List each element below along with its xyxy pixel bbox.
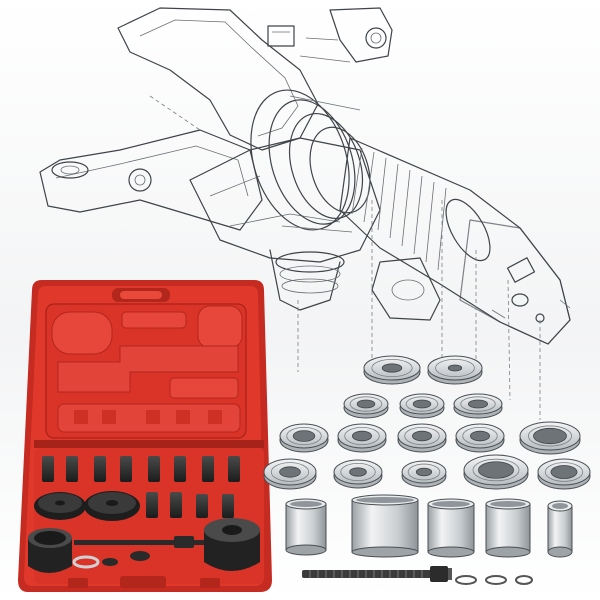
hub-bearing-flange bbox=[250, 89, 371, 233]
disc-1 bbox=[363, 355, 421, 385]
disc-10 bbox=[519, 421, 581, 455]
sleeve-1 bbox=[285, 498, 327, 556]
sleeve-5 bbox=[547, 500, 573, 558]
tray-sleeves bbox=[42, 456, 240, 518]
disc-6 bbox=[279, 423, 329, 453]
sleeve-4 bbox=[485, 498, 531, 558]
hub-axle-icon bbox=[339, 137, 571, 345]
disc-7 bbox=[337, 423, 387, 453]
disc-2 bbox=[427, 355, 483, 385]
sleeve-3 bbox=[427, 498, 475, 558]
disc-5 bbox=[453, 393, 503, 419]
tool-case-icon bbox=[18, 280, 272, 592]
disc-12 bbox=[333, 459, 383, 489]
assembly-guide-lines bbox=[149, 95, 541, 420]
disc-8 bbox=[397, 423, 447, 453]
exploded-parts bbox=[263, 355, 591, 558]
disc-3 bbox=[343, 393, 389, 419]
disc-11 bbox=[263, 458, 317, 490]
steering-knuckle-icon bbox=[39, 7, 441, 321]
disc-9 bbox=[455, 423, 505, 453]
disc-14 bbox=[463, 454, 529, 490]
sleeve-2 bbox=[351, 494, 419, 558]
threaded-rod-icon bbox=[302, 566, 533, 585]
tray-discs bbox=[28, 491, 260, 573]
disc-13 bbox=[401, 460, 447, 488]
disc-15 bbox=[537, 458, 591, 490]
disc-4 bbox=[399, 393, 445, 419]
